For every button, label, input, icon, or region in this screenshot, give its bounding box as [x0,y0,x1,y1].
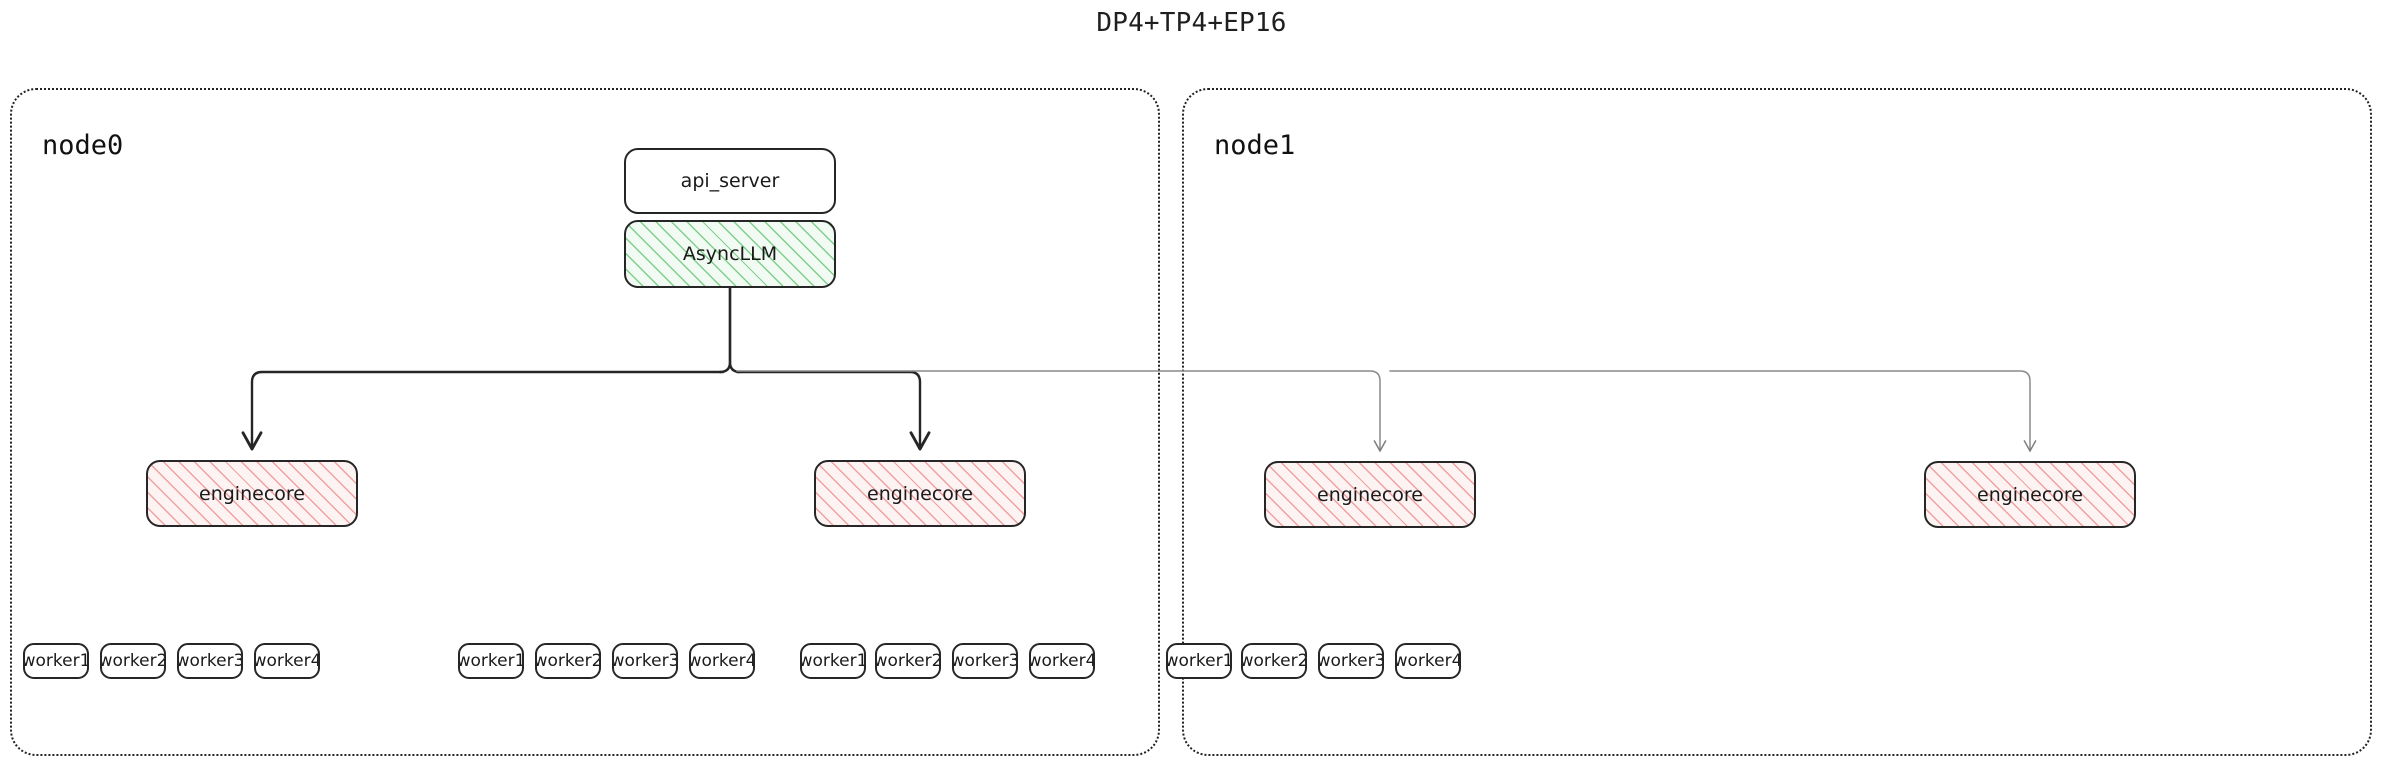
enginecore-box[interactable]: enginecore [146,460,358,527]
worker-box[interactable]: worker1 [800,643,866,679]
worker-box[interactable]: worker2 [875,643,941,679]
worker-box[interactable]: worker2 [100,643,166,679]
worker-box[interactable]: worker4 [254,643,320,679]
page-title: DP4+TP4+EP16 [1096,8,1287,38]
worker-box[interactable]: worker4 [1029,643,1095,679]
worker-box[interactable]: worker4 [689,643,755,679]
worker-box[interactable]: worker1 [458,643,524,679]
enginecore-box[interactable]: enginecore [1264,461,1476,528]
asyncllm-box[interactable]: AsyncLLM [624,220,836,288]
worker-box[interactable]: worker3 [1318,643,1384,679]
worker-box[interactable]: worker1 [1166,643,1232,679]
worker-box[interactable]: worker1 [23,643,89,679]
worker-box[interactable]: worker3 [612,643,678,679]
enginecore-box[interactable]: enginecore [1924,461,2136,528]
api-server-box[interactable]: api_server [624,148,836,214]
node-label-node1: node1 [1214,130,1296,161]
worker-box[interactable]: worker2 [535,643,601,679]
enginecore-box[interactable]: enginecore [814,460,1026,527]
node-label-node0: node0 [42,130,124,161]
worker-box[interactable]: worker3 [177,643,243,679]
worker-box[interactable]: worker2 [1241,643,1307,679]
worker-box[interactable]: worker3 [952,643,1018,679]
worker-box[interactable]: worker4 [1395,643,1461,679]
